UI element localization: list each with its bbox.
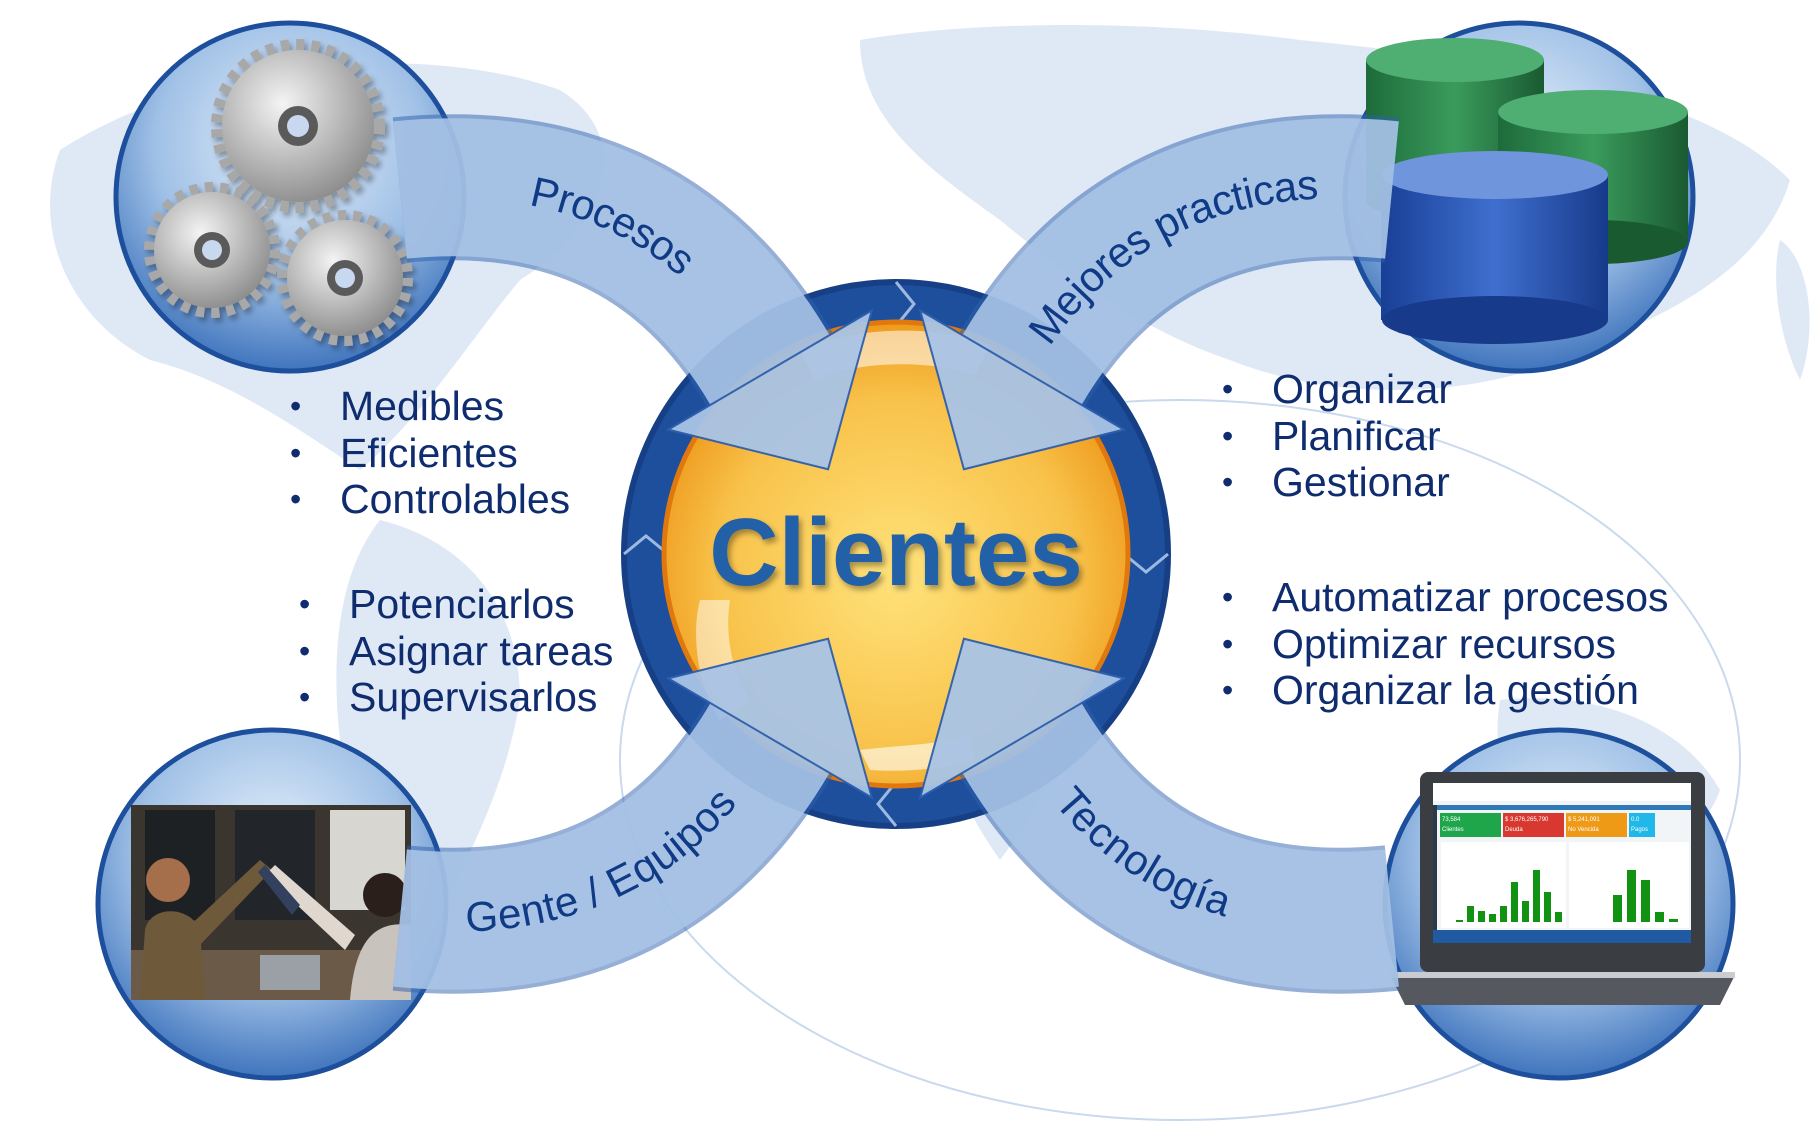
bar: [1522, 901, 1529, 922]
list-item: Optimizar recursos: [1222, 621, 1669, 668]
practices-list: Organizar Planificar Gestionar: [1222, 366, 1452, 506]
bar: [1641, 880, 1650, 922]
bar: [1533, 870, 1540, 922]
list-item: Controlables: [290, 476, 570, 523]
globe-arc: [619, 399, 1741, 1121]
list-item: Organizar: [1222, 366, 1452, 413]
list-item: Eficientes: [290, 430, 570, 477]
arrow-top-right: Mejores practicas: [918, 114, 1400, 471]
bar: [1478, 911, 1485, 922]
arrow-top-left: Procesos: [392, 114, 874, 471]
center-label: Clientes: [709, 499, 1082, 606]
arrowhead-icon: [918, 308, 1127, 471]
card-value: $ 3,676,265,790: [1505, 817, 1549, 823]
gears-icon: [144, 39, 413, 346]
card-label: No Vencida: [1568, 827, 1599, 833]
list-item: Planificar: [1222, 413, 1452, 460]
processes-gears-circle: [113, 20, 467, 374]
list-item: Gestionar: [1222, 459, 1452, 506]
team-photo: [131, 805, 411, 1000]
bar: [1627, 870, 1636, 922]
processes-list: Medibles Eficientes Controlables: [290, 383, 570, 523]
technology-list: Automatizar procesos Optimizar recursos …: [1222, 574, 1669, 714]
list-item: Medibles: [290, 383, 570, 430]
bar: [1544, 892, 1551, 922]
arrowhead-icon: [918, 637, 1127, 800]
arrowhead-icon: [665, 308, 874, 471]
practices-database-circle: [1342, 20, 1696, 374]
list-item: Automatizar procesos: [1222, 574, 1669, 621]
bar: [1511, 882, 1518, 922]
list-item: Asignar tareas: [299, 628, 613, 675]
arrowhead-icon: [665, 637, 874, 800]
list-item: Supervisarlos: [299, 674, 613, 721]
card-value: 0.0: [1631, 817, 1640, 823]
card-label: Clientes: [1442, 827, 1464, 833]
bar: [1655, 912, 1664, 922]
bar: [1555, 912, 1562, 922]
bar: [1669, 919, 1678, 922]
bar: [1456, 920, 1463, 922]
list-item: Organizar la gestión: [1222, 667, 1669, 714]
bar: [1500, 906, 1507, 922]
bar: [1467, 906, 1474, 922]
dashboard-card: $ 5,241,091 No Vencida: [1566, 813, 1627, 837]
arrow-bottom-right: Tecnología: [918, 637, 1400, 994]
card-label: Deuda: [1505, 827, 1523, 833]
card-value: $ 5,241,091: [1568, 817, 1600, 823]
bar: [1613, 895, 1622, 922]
list-item: Potenciarlos: [299, 581, 613, 628]
dashboard-bar-charts: [1441, 842, 1689, 928]
bar: [1489, 914, 1496, 922]
card-value: 73,584: [1442, 817, 1461, 823]
card-label: Pagos: [1631, 827, 1648, 833]
people-team-circle: [95, 727, 449, 1081]
database-icon: [1366, 38, 1688, 344]
people-list: Potenciarlos Asignar tareas Supervisarlo…: [299, 581, 613, 721]
